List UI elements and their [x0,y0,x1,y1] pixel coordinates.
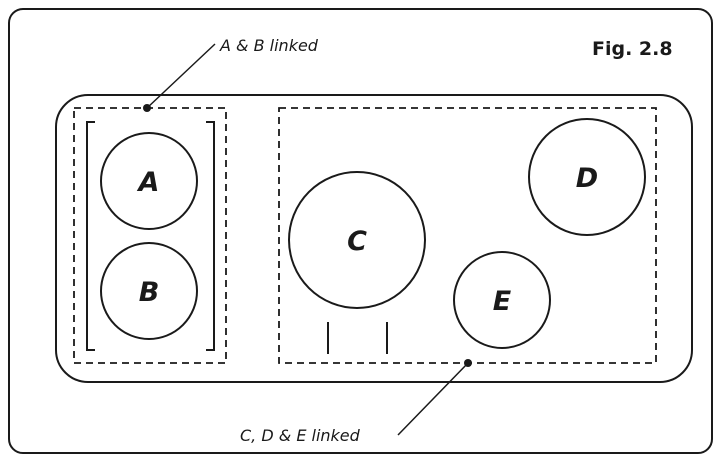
figure-frame [8,8,713,454]
zone-b-label: B [139,277,160,308]
callout-cde-leader [397,362,469,436]
callout-ab-text: A & B linked [219,36,319,55]
zone-c-label: C [347,226,367,257]
zone-d-label: D [576,163,598,194]
bridge-bracket-left [86,121,95,351]
bridge-bracket-right [206,121,215,351]
cooking-zone-c [288,171,426,309]
callout-ab-dot [143,104,151,112]
zone-a-label: A [137,167,160,198]
cooking-zone-d [528,118,646,236]
zone-e-label: E [493,286,512,317]
figure-label: Fig. 2.8 [592,38,673,60]
cooking-zone-e [453,251,551,349]
cooking-zone-a [100,132,198,230]
callout-cde-dot [464,359,472,367]
hob-outline [55,94,693,383]
linked-group-ab-outline [73,107,227,364]
cooking-zone-b [100,242,198,340]
callout-cde-text: C, D & E linked [240,426,361,445]
callout-ab-leader [146,43,216,109]
linked-group-cde-outline [278,107,657,364]
